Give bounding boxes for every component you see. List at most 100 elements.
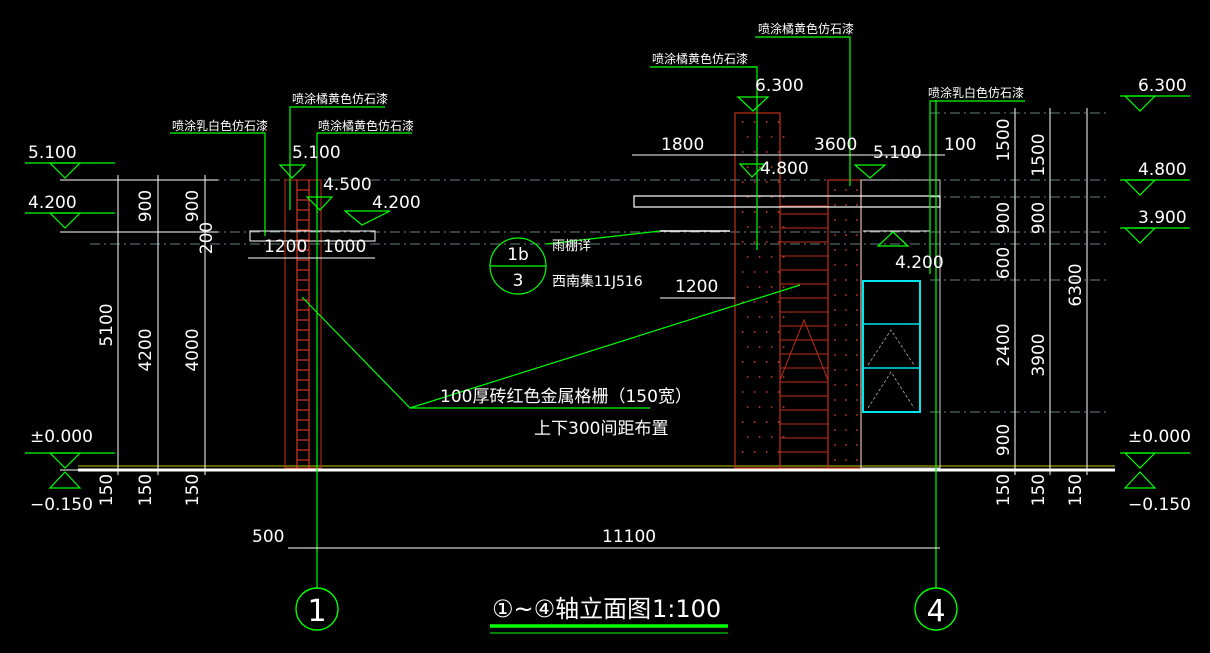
texture-dot bbox=[753, 181, 756, 183]
dim-vertical-text: 900 bbox=[1029, 202, 1049, 234]
texture-dot bbox=[856, 264, 858, 266]
texture-dot bbox=[746, 136, 749, 138]
texture-dot bbox=[758, 406, 761, 408]
level-inner-d: 6.300 bbox=[755, 76, 804, 96]
canopy-ref-title: 雨棚详 bbox=[552, 239, 591, 254]
texture-dot bbox=[856, 444, 858, 446]
texture-dot bbox=[856, 459, 858, 461]
level-right-neg: −0.150 bbox=[1128, 495, 1191, 515]
finish-label-orange-center-2: 喷涂橘黄色仿石漆 bbox=[758, 21, 854, 36]
dim-vertical-text: 150 bbox=[136, 474, 156, 506]
dim-vertical-text: 600 bbox=[994, 247, 1014, 279]
dim-vertical-text: 1500 bbox=[1029, 133, 1049, 176]
texture-dot bbox=[753, 151, 756, 153]
texture-dot bbox=[856, 399, 858, 401]
texture-dot bbox=[746, 316, 749, 318]
texture-dot bbox=[845, 294, 847, 296]
dim-vertical-text: 2400 bbox=[994, 323, 1014, 366]
texture-dot bbox=[834, 219, 836, 221]
texture-dot bbox=[856, 294, 858, 296]
texture-dot bbox=[777, 151, 780, 153]
texture-dot bbox=[856, 414, 858, 416]
level-left-neg: −0.150 bbox=[30, 495, 93, 515]
texture-dot bbox=[845, 234, 847, 236]
texture-dot bbox=[845, 204, 847, 206]
level-inner-b: 4.500 bbox=[323, 175, 372, 195]
texture-dot bbox=[782, 346, 785, 348]
level-left-4200: 4.200 bbox=[28, 193, 77, 213]
texture-dot bbox=[758, 256, 761, 258]
texture-dot bbox=[845, 459, 847, 461]
texture-dot bbox=[746, 346, 749, 348]
texture-dot bbox=[753, 361, 756, 363]
texture-dot bbox=[782, 226, 785, 228]
texture-dot bbox=[753, 331, 756, 333]
texture-dot bbox=[834, 354, 836, 356]
axis-bubble-4 bbox=[914, 587, 958, 631]
texture-dot bbox=[856, 339, 858, 341]
texture-dot bbox=[777, 391, 780, 393]
texture-dot bbox=[758, 316, 761, 318]
texture-dot bbox=[777, 421, 780, 423]
texture-dot bbox=[741, 241, 744, 243]
texture-dot bbox=[741, 331, 744, 333]
texture-dot bbox=[777, 211, 780, 213]
drawing-title: ①~④轴立面图 bbox=[492, 595, 651, 623]
texture-dot bbox=[753, 421, 756, 423]
level-extension-lines bbox=[90, 112, 1110, 413]
right-wall bbox=[860, 179, 941, 469]
texture-dot bbox=[834, 414, 836, 416]
texture-dot bbox=[845, 279, 847, 281]
texture-dot bbox=[856, 369, 858, 371]
axis-label-4: 4 bbox=[926, 594, 945, 629]
texture-dot bbox=[856, 249, 858, 251]
texture-dot bbox=[834, 279, 836, 281]
texture-dot bbox=[765, 181, 768, 183]
texture-dot bbox=[765, 271, 768, 273]
finish-label-milk-left: 喷涂乳白色仿石漆 bbox=[172, 118, 268, 133]
texture-dot bbox=[741, 211, 744, 213]
dim-vertical-text: 6300 bbox=[1066, 263, 1086, 306]
dim-vertical-text: 3900 bbox=[1029, 333, 1049, 376]
texture-dot bbox=[834, 204, 836, 206]
texture-dot bbox=[770, 286, 773, 288]
texture-dot bbox=[746, 166, 749, 168]
texture-dot bbox=[765, 451, 768, 453]
texture-dot bbox=[834, 294, 836, 296]
texture-dot bbox=[782, 376, 785, 378]
texture-dot bbox=[834, 459, 836, 461]
texture-dot bbox=[845, 354, 847, 356]
finish-label-milk-right: 喷涂乳白色仿石漆 bbox=[928, 85, 1024, 100]
dim-vertical-text: 200 bbox=[197, 222, 217, 254]
dim-vertical-text: 4000 bbox=[183, 328, 203, 371]
level-inner-c: 4.200 bbox=[372, 193, 421, 213]
texture-dot bbox=[856, 234, 858, 236]
level-right-3900: 3.900 bbox=[1138, 208, 1187, 228]
dim-h-1200a: 1200 bbox=[264, 237, 307, 257]
texture-dot bbox=[770, 436, 773, 438]
texture-dot bbox=[834, 369, 836, 371]
texture-dot bbox=[770, 346, 773, 348]
texture-dot bbox=[834, 309, 836, 311]
texture-dot bbox=[777, 451, 780, 453]
dim-vertical-text: 900 bbox=[994, 424, 1014, 456]
texture-dot bbox=[741, 151, 744, 153]
dim-vertical-text: 900 bbox=[136, 190, 156, 222]
texture-dot bbox=[845, 369, 847, 371]
texture-dot bbox=[834, 429, 836, 431]
texture-dot bbox=[758, 136, 761, 138]
texture-dot bbox=[770, 406, 773, 408]
texture-dot bbox=[753, 241, 756, 243]
dim-vertical-text: 4200 bbox=[136, 328, 156, 371]
main-canopy bbox=[633, 195, 941, 208]
dim-vertical-text: 150 bbox=[1029, 474, 1049, 506]
texture-dot bbox=[777, 331, 780, 333]
texture-dot bbox=[777, 361, 780, 363]
texture-dot bbox=[746, 286, 749, 288]
dim-vertical-text: 150 bbox=[97, 474, 117, 506]
texture-dot bbox=[777, 121, 780, 123]
dim-vertical-text: 900 bbox=[994, 202, 1014, 234]
texture-dot bbox=[845, 264, 847, 266]
texture-dot bbox=[770, 376, 773, 378]
dim-h-1000: 1000 bbox=[323, 237, 366, 257]
